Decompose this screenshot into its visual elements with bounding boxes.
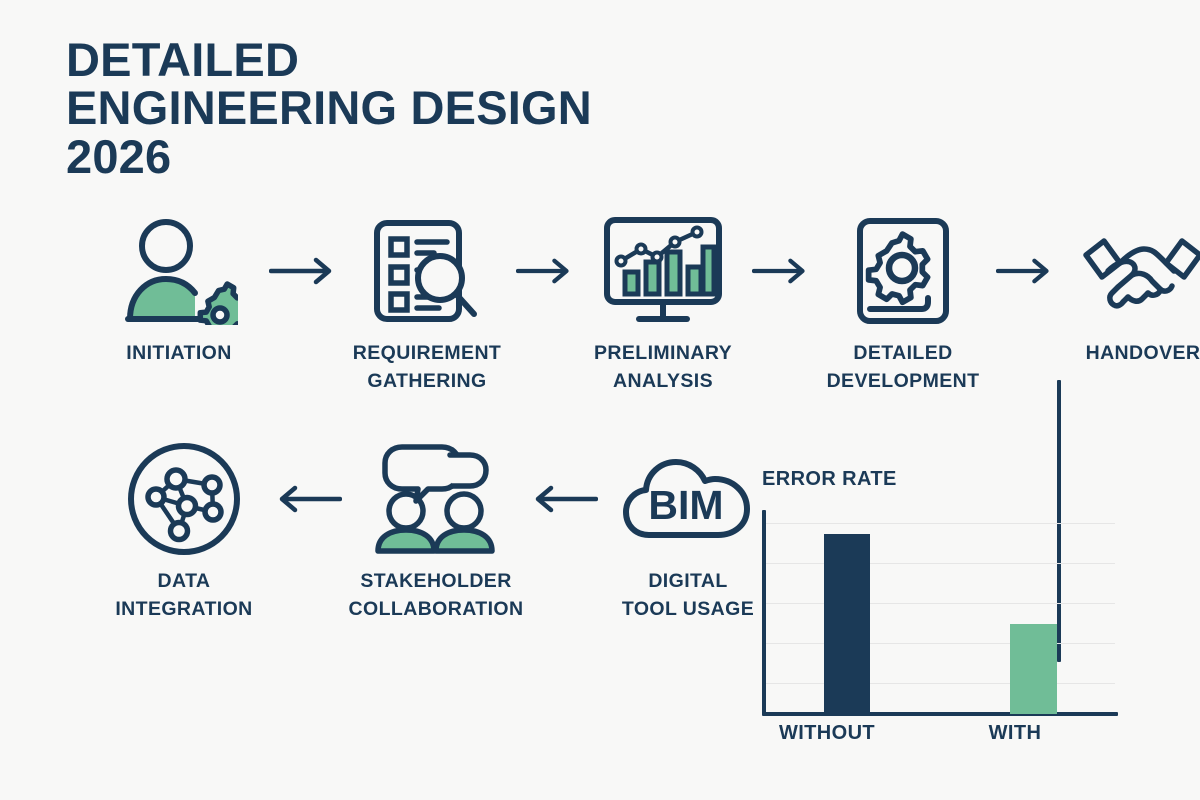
flow-step-digital-tool-usage[interactable]: BIM DIGITAL TOOL USAGE — [599, 440, 777, 623]
document-gear-icon — [850, 212, 956, 330]
people-speech-bubbles-icon — [366, 440, 506, 558]
title-line-3: 2026 — [66, 129, 172, 183]
flow-step-label: HANDOVER — [1085, 342, 1200, 364]
chart-gridline — [762, 563, 1115, 565]
flow-step-label: STAKEHOLDER COLLABORATION — [348, 570, 524, 620]
flow-step-detailed-development[interactable]: DETAILED DEVELOPMENT — [810, 212, 996, 395]
handshake-icon — [1078, 212, 1200, 330]
process-flow-row-two: DATA INTEGRATION STAKEHOLDER COLLABOR — [95, 440, 777, 623]
chart-bar-with[interactable] — [1010, 624, 1057, 714]
chart-title: ERROR RATE — [762, 468, 897, 490]
chart-gridline — [762, 683, 1115, 685]
cloud-badge-text: BIM — [648, 482, 723, 528]
error-rate-chart: ERROR RATE WITHOUT WITH — [742, 460, 1142, 760]
flow-step-label: PRELIMINARY ANALYSIS — [593, 342, 732, 392]
flow-step-data-integration[interactable]: DATA INTEGRATION — [95, 440, 273, 623]
chart-category-label: WITHOUT — [778, 722, 876, 744]
flow-step-initiation[interactable]: INITIATION — [90, 212, 268, 368]
flow-step-label: REQUIREMENT GATHERING — [352, 342, 502, 392]
person-gear-icon — [120, 212, 238, 330]
checklist-magnifier-icon — [367, 212, 487, 330]
arrow-left-icon — [273, 440, 343, 558]
process-flow-row-one: INITIATION — [90, 212, 1200, 395]
chart-plot-area — [762, 510, 1118, 716]
arrow-right-icon — [268, 212, 338, 330]
cloud-bim-icon: BIM — [621, 440, 755, 558]
flow-step-label: DIGITAL TOOL USAGE — [621, 570, 755, 620]
flow-step-label: DETAILED DEVELOPMENT — [826, 342, 980, 392]
chart-y-axis — [762, 510, 766, 714]
flow-step-preliminary-analysis[interactable]: PRELIMINARY ANALYSIS — [574, 212, 752, 395]
flow-step-label: INITIATION — [126, 342, 232, 364]
arrow-left-icon — [529, 440, 599, 558]
handover-connector-line — [1057, 380, 1061, 662]
chart-category-label: WITH — [988, 722, 1042, 744]
network-nodes-circle-icon — [124, 440, 244, 558]
flow-step-label: DATA INTEGRATION — [115, 570, 253, 620]
title-line-2: ENGINEERING DESIGN — [66, 81, 592, 135]
arrow-right-icon — [996, 212, 1054, 330]
monitor-chart-icon — [599, 212, 727, 330]
flow-step-requirement-gathering[interactable]: REQUIREMENT GATHERING — [338, 212, 516, 395]
title-line-1: DETAILED — [66, 33, 300, 86]
flow-step-stakeholder-collaboration[interactable]: STAKEHOLDER COLLABORATION — [343, 440, 529, 623]
chart-bar-without[interactable] — [824, 534, 870, 714]
chart-gridline — [762, 523, 1115, 525]
chart-x-axis — [762, 712, 1118, 716]
flow-step-handover[interactable]: HANDOVER — [1054, 212, 1200, 368]
arrow-right-icon — [752, 212, 810, 330]
chart-gridline — [762, 643, 1115, 645]
page-title: DETAILED ENGINEERING DESIGN 2026 — [66, 33, 592, 183]
chart-gridline — [762, 603, 1115, 605]
arrow-right-icon — [516, 212, 574, 330]
